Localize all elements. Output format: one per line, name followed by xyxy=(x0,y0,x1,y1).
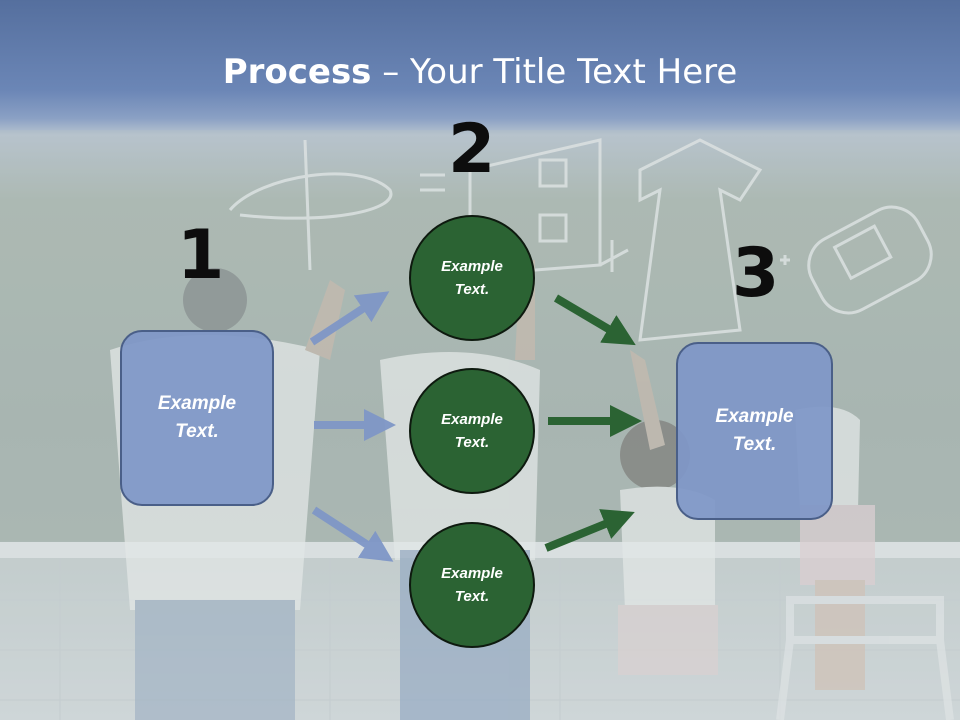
step-number-2: 2 xyxy=(448,110,496,189)
arrow-blue-up xyxy=(309,291,390,346)
circle-bottom-text: Example Text. xyxy=(441,564,503,605)
step1-box: Example Text. xyxy=(120,330,274,506)
step3-box-text: Example Text. xyxy=(715,405,794,456)
circle-middle-text: Example Text. xyxy=(441,410,503,451)
step2-circle-bottom: Example Text. xyxy=(409,522,535,648)
step1-box-text: Example Text. xyxy=(157,392,237,443)
step-number-1: 1 xyxy=(177,216,225,295)
arrow-green-up xyxy=(544,509,635,552)
step2-circle-middle: Example Text. xyxy=(409,368,535,494)
circle-top-text: Example Text. xyxy=(441,257,503,298)
arrow-green-down xyxy=(553,294,636,346)
step2-circle-top: Example Text. xyxy=(409,215,535,341)
title-rest: – Your Title Text Here xyxy=(371,52,738,92)
step3-box: Example Text. xyxy=(676,342,833,520)
slide-title: Process – Your Title Text Here xyxy=(0,52,960,92)
step-number-3: 3 xyxy=(732,234,780,313)
arrow-blue-down xyxy=(311,506,394,562)
title-bold: Process xyxy=(222,52,372,92)
